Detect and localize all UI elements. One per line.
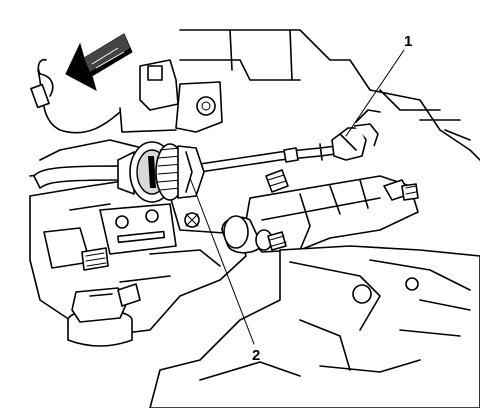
callout-2-label: 2	[252, 347, 260, 364]
right-bolt	[383, 179, 419, 201]
callout-leaders	[189, 49, 405, 345]
small-fitting	[265, 169, 289, 193]
engine-block	[29, 29, 480, 408]
callout-2-leader	[189, 177, 255, 345]
throttle-cable	[33, 143, 337, 189]
wire-harness	[30, 58, 121, 134]
callout-1-leader	[345, 49, 405, 137]
callout-1-label: 1	[404, 33, 412, 50]
direction-arrow-icon	[65, 33, 133, 91]
cable-adjuster-assembly	[117, 141, 205, 203]
filler-cap	[67, 283, 141, 347]
cable-end-fitting	[331, 109, 381, 161]
mounting-plate	[99, 203, 177, 255]
left-bolt	[81, 212, 200, 271]
actuator-cylinder	[221, 215, 287, 254]
